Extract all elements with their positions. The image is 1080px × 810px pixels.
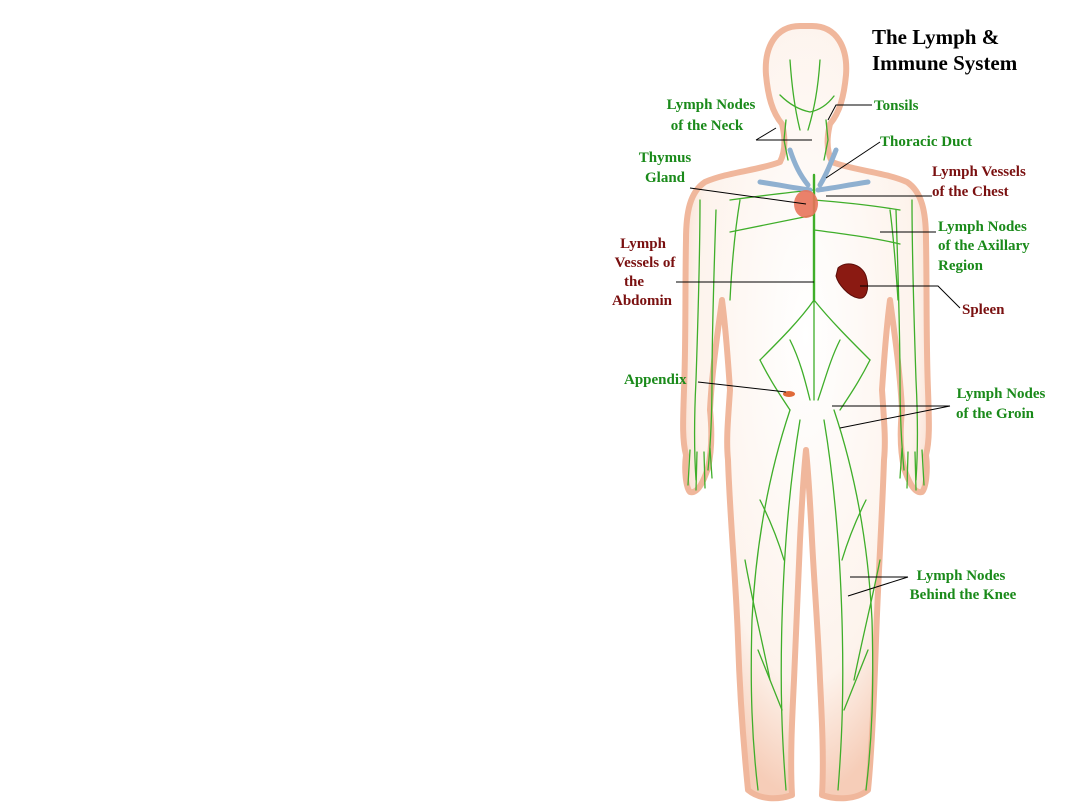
svg-text:Thymus: Thymus — [639, 150, 692, 166]
spleen — [835, 263, 869, 299]
label-groin: Lymph Nodes of the Groin — [956, 386, 1046, 422]
svg-text:of the Chest: of the Chest — [932, 184, 1009, 200]
label-knee: Lymph Nodes Behind the Knee — [910, 568, 1017, 603]
svg-text:Abdomin: Abdomin — [612, 293, 673, 309]
label-axillary: Lymph Nodes of the Axillary Region — [938, 219, 1030, 274]
body-silhouette — [680, 23, 932, 802]
svg-text:of the Groin: of the Groin — [956, 406, 1035, 422]
appendix — [783, 391, 795, 397]
label-tonsils: Tonsils — [874, 98, 919, 114]
label-chest-vessels: Lymph Vessels of the Chest — [932, 164, 1026, 200]
svg-text:Gland: Gland — [645, 170, 686, 186]
label-spleen: Spleen — [962, 302, 1005, 318]
venous-structures — [757, 147, 871, 193]
body-outline — [680, 23, 932, 802]
svg-text:Lymph Nodes: Lymph Nodes — [938, 219, 1027, 235]
label-appendix: Appendix — [624, 372, 687, 388]
label-neck: Lymph Nodes of the Neck — [667, 97, 756, 134]
svg-text:Lymph Vessels: Lymph Vessels — [932, 164, 1026, 180]
svg-text:Region: Region — [938, 258, 984, 274]
svg-text:the: the — [624, 274, 644, 290]
diagram-title-line2: Immune System — [872, 51, 1018, 75]
label-abdomen-vessels: Lymph Vessels of the Abdomin — [612, 236, 676, 309]
svg-text:Lymph Nodes: Lymph Nodes — [917, 568, 1006, 584]
leader-lines — [676, 104, 961, 597]
svg-text:Lymph: Lymph — [620, 236, 667, 252]
svg-text:Lymph Nodes: Lymph Nodes — [667, 97, 756, 113]
svg-text:Vessels of: Vessels of — [615, 255, 677, 271]
label-thoracic-duct: Thoracic Duct — [880, 134, 972, 150]
label-thymus: Thymus Gland — [639, 150, 692, 186]
diagram-title: The Lymph & — [872, 25, 999, 49]
lymph-vessel-network — [687, 59, 925, 791]
svg-text:of the Neck: of the Neck — [671, 118, 744, 134]
svg-text:Lymph Nodes: Lymph Nodes — [957, 386, 1046, 402]
svg-text:of the Axillary: of the Axillary — [938, 238, 1030, 254]
svg-text:Behind the Knee: Behind the Knee — [910, 587, 1017, 603]
